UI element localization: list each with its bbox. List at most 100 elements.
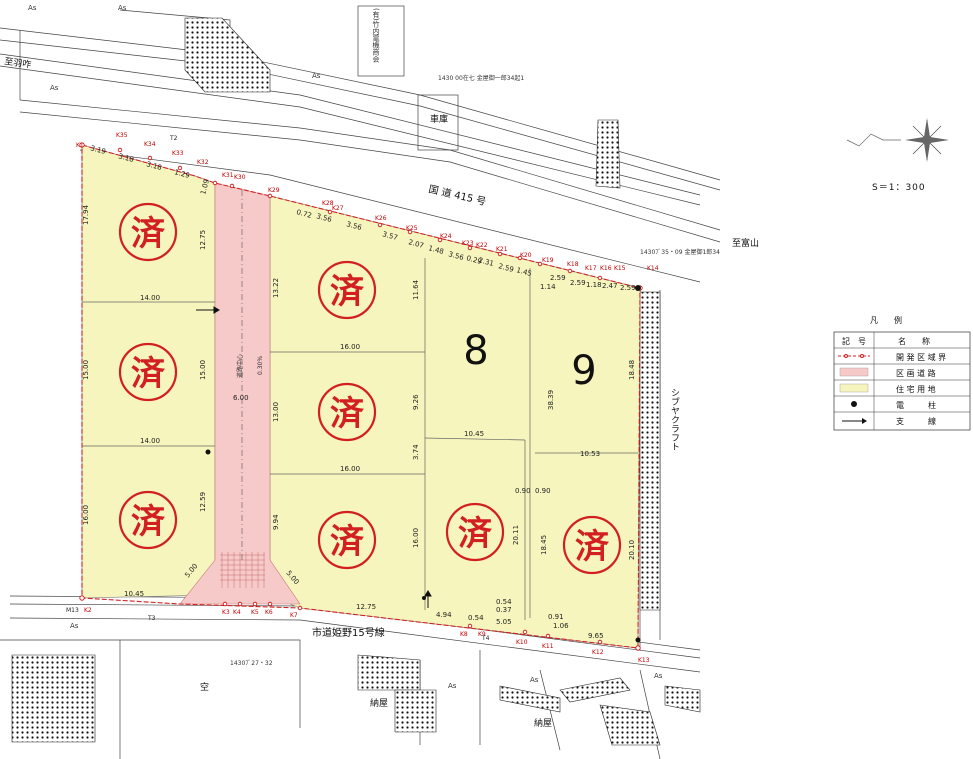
map-shape — [184, 17, 271, 93]
map-label: 15.00 — [199, 360, 207, 380]
map-shape — [497, 251, 503, 257]
legend-boundary-symbol — [838, 354, 870, 358]
map-label: 13.00 — [272, 402, 280, 422]
parcel-addr-3: 1430ﾌﾞ27・32 — [230, 660, 273, 667]
map-label: K21 — [496, 246, 508, 253]
map-label: 15.00 — [82, 360, 90, 380]
map-label: 20.11 — [512, 525, 520, 545]
map-shape — [237, 601, 243, 607]
map-label: K9 — [478, 631, 486, 638]
boundary-markers — [79, 142, 643, 651]
map-shape — [394, 689, 437, 733]
hatched-buildings — [11, 17, 701, 746]
map-label: 2.47 — [602, 282, 618, 290]
map-shape — [0, 53, 701, 196]
map-label: 3.56 — [447, 250, 465, 262]
map-label: 3.57 — [381, 230, 398, 242]
map-label: K14 — [647, 265, 659, 272]
map-label: 12.75 — [356, 603, 376, 611]
map-label: 1.14 — [540, 283, 556, 291]
map-label: 0.72 — [295, 208, 312, 220]
map-label: K32 — [197, 159, 209, 166]
map-label: T3 — [147, 615, 156, 622]
city-road-label: 市道姫野15号線 — [312, 626, 385, 639]
map-label: K25 — [406, 225, 418, 232]
residential-land — [81, 144, 641, 649]
map-label: 6.00 — [233, 394, 249, 402]
map-label: 済 — [458, 514, 493, 554]
map-label: 1.09 — [199, 178, 211, 195]
map-label: 1.45 — [515, 266, 532, 278]
top-edge-dimensions: 3.19 3.18 3.18 1.29 1.09 0.72 3.56 3.56 … — [89, 144, 635, 292]
map-shape — [833, 331, 971, 431]
road-center-label: 道路中心 — [236, 354, 244, 378]
map-shape — [9, 617, 701, 673]
map-label: K17 — [585, 265, 597, 272]
map-label: 2.07 — [407, 238, 424, 250]
map-label: 0.90 — [535, 487, 551, 495]
map-shape — [522, 629, 528, 635]
map-label: 0.29 — [465, 254, 482, 266]
map-label: 2.59 — [570, 279, 586, 287]
map-label: 10.45 — [464, 430, 484, 438]
scale-label: S＝1：300 — [872, 183, 926, 193]
map-shape — [639, 291, 661, 611]
map-label: K5 — [251, 609, 259, 616]
lot-c-1-mark: 済 — [317, 260, 377, 320]
north-arrow-icon — [846, 118, 949, 162]
map-shape — [213, 306, 220, 314]
map-label: 11.64 — [412, 279, 420, 300]
map-shape — [559, 677, 631, 703]
map-label: 0.37 — [496, 606, 512, 614]
map-label: 16.00 — [82, 505, 90, 525]
map-shape — [545, 633, 551, 639]
map-label: 3.18 — [145, 160, 162, 172]
map-label: 3.56 — [345, 220, 363, 232]
map-label: K31 — [222, 172, 234, 179]
lot-c-3-mark: 済 — [317, 510, 377, 570]
map-shape — [118, 202, 178, 262]
map-label: K13 — [638, 657, 650, 664]
map-label: K20 — [520, 252, 532, 259]
map-shape — [862, 418, 867, 424]
map-label: 区 画 道 路 — [896, 368, 936, 378]
map-label: 0.54 — [468, 614, 484, 622]
stay-wires — [196, 306, 432, 608]
legend-stay-icon — [842, 418, 867, 424]
map-label: 2.59 — [550, 274, 566, 282]
map-label: K8 — [460, 631, 468, 638]
empty-lot-label: 空 — [200, 681, 209, 693]
map-label: K27 — [332, 205, 344, 212]
map-shape — [424, 590, 432, 597]
map-label: M13 — [66, 607, 79, 614]
map-shape — [269, 195, 641, 649]
map-shape — [844, 354, 848, 358]
map-shape — [517, 255, 523, 261]
map-label: K23 — [462, 240, 474, 247]
map-label: K24 — [440, 233, 452, 240]
map-shape — [905, 118, 949, 162]
map-label: 10.53 — [580, 450, 600, 458]
map-label: 1.18 — [586, 281, 602, 289]
map-label: 16.00 — [412, 528, 420, 548]
map-label: 済 — [330, 394, 365, 434]
map-label: 電 柱 — [896, 400, 936, 410]
map-shape — [267, 193, 273, 199]
map-label: K4 — [233, 609, 241, 616]
map-label: 18.48 — [628, 360, 636, 380]
map-label: K3 — [222, 609, 230, 616]
map-shape — [0, 65, 701, 206]
map-label: 名 称 — [898, 336, 930, 346]
lot-nw-2-mark: 済 — [118, 342, 178, 402]
point-names: K1 K2 K3 K4 K5 K6 K7 K8 K9 K10 K11 K12 K… — [66, 132, 659, 664]
as-label-2: As — [118, 4, 127, 12]
map-shape — [357, 5, 405, 77]
map-label: K26 — [375, 215, 387, 222]
map-label: T4 — [481, 635, 490, 642]
lot-nw-3-mark: 済 — [118, 490, 178, 550]
map-shape — [327, 209, 333, 215]
lot-8-lower-mark: 済 — [445, 502, 505, 562]
map-shape — [597, 639, 603, 645]
map-label: K7 — [290, 612, 298, 619]
legend-residential-swatch — [839, 383, 869, 393]
